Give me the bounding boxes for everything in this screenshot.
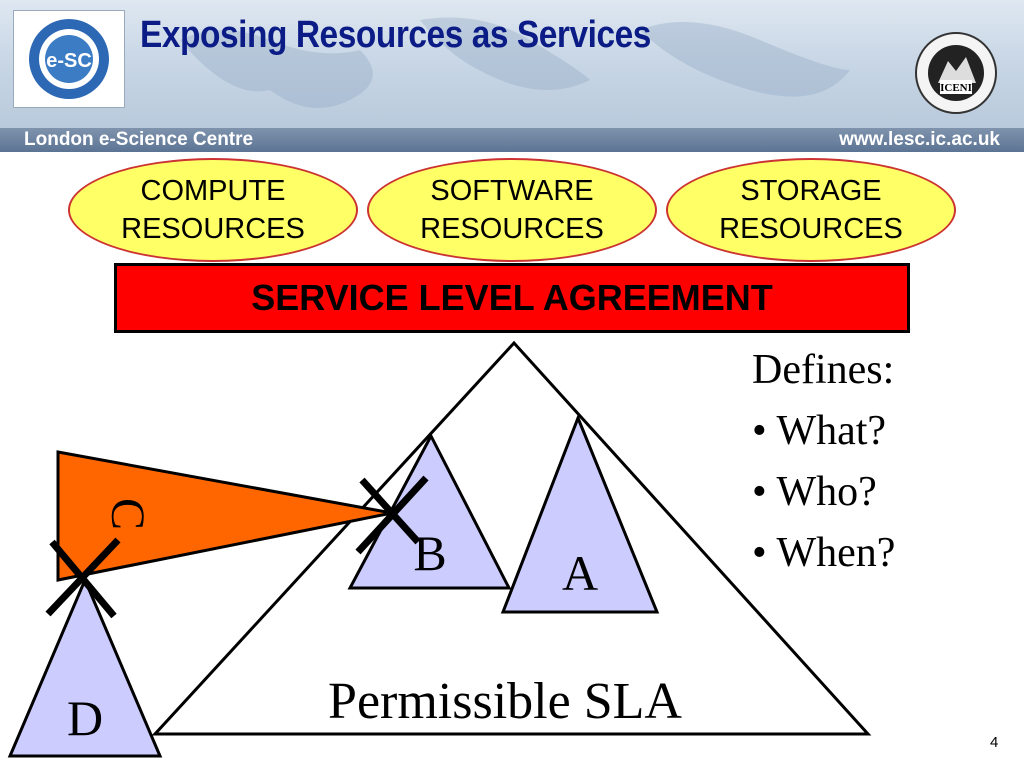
triangle-b-label: B [413, 525, 446, 581]
compute-resources-ellipse: COMPUTE RESOURCES [68, 158, 358, 262]
ellipse-line: RESOURCES [420, 213, 604, 245]
permissible-sla-label: Permissible SLA [328, 673, 682, 730]
triangle-c-label: C [101, 498, 154, 530]
lesc-logo-text: e-SC [46, 50, 92, 72]
triangle-d-label: D [67, 690, 103, 746]
defines-list: Defines: • What? • Who? • When? [752, 340, 895, 584]
cross-mark-b [355, 475, 429, 555]
sla-diagram: Permissible SLA A B C D [7, 340, 872, 758]
software-resources-ellipse: SOFTWARE RESOURCES [367, 158, 657, 262]
storage-resources-ellipse: STORAGE RESOURCES [666, 158, 956, 262]
org-name: London e-Science Centre [24, 129, 254, 150]
triangle-c [56, 450, 393, 582]
ellipse-line: SOFTWARE [430, 175, 594, 207]
defines-item-what: • What? [752, 408, 887, 454]
iceni-logo-text: ICENI [940, 82, 972, 94]
ellipse-line: COMPUTE [140, 175, 286, 207]
world-map-background [180, 17, 850, 108]
lesc-logo: e-SC [13, 10, 125, 108]
ellipse-line: STORAGE [740, 175, 882, 207]
org-banner: London e-Science Centre www.lesc.ic.ac.u… [0, 128, 1024, 152]
defines-item-who: • Who? [752, 469, 877, 515]
permissible-sla-triangle [151, 340, 872, 736]
slide-header: e-SC Exposing Resources as Services ICEN… [0, 0, 1024, 128]
ellipse-line: RESOURCES [121, 213, 305, 245]
cross-mark-d [45, 537, 121, 619]
org-url[interactable]: www.lesc.ic.ac.uk [839, 129, 1000, 150]
triangle-a-label: A [562, 545, 598, 601]
defines-item-when: • When? [752, 530, 896, 576]
page-title: Exposing Resources as Services [140, 14, 651, 56]
iceni-logo: ICENI [908, 28, 1008, 116]
ellipse-line: RESOURCES [719, 213, 903, 245]
triangle-a [500, 413, 660, 614]
sla-box: SERVICE LEVEL AGREEMENT [114, 263, 910, 333]
defines-heading: Defines: [752, 347, 895, 393]
page-number: 4 [990, 734, 999, 751]
triangle-d [7, 576, 163, 758]
